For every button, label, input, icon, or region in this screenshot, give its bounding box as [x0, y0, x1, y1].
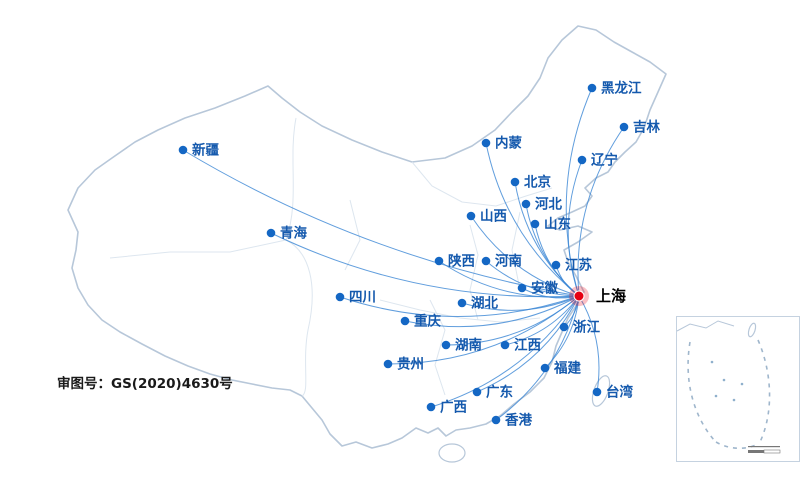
province-marker	[491, 415, 501, 425]
province-marker	[434, 256, 444, 266]
route-line	[461, 295, 580, 311]
province-label: 山西	[480, 209, 507, 225]
route-line	[495, 295, 580, 421]
route-line	[485, 260, 580, 297]
nine-dash-line-bottom	[715, 441, 759, 450]
route-line	[504, 295, 580, 346]
province-label: 河南	[495, 253, 522, 270]
province-marker	[383, 359, 393, 369]
inset-islands	[710, 360, 744, 402]
province-marker	[587, 83, 597, 93]
province-label: 广西	[440, 399, 467, 416]
province-marker	[500, 340, 510, 350]
province-marker	[559, 322, 569, 332]
hub-label: 上海	[596, 287, 626, 305]
province-marker	[530, 219, 540, 229]
route-line	[578, 295, 600, 393]
route-line	[577, 126, 625, 297]
route-line	[485, 142, 580, 297]
province-label: 台湾	[606, 384, 634, 401]
province-label: 广东	[486, 384, 514, 401]
route-line	[476, 295, 580, 393]
province-marker	[457, 298, 467, 308]
china-outline	[67, 25, 667, 449]
province-marker	[441, 340, 451, 350]
route-line	[404, 295, 580, 328]
province-label: 青海	[280, 225, 307, 242]
hub-shanghai: 上海	[569, 286, 626, 306]
province-marker	[466, 211, 476, 221]
province-marker	[551, 260, 561, 270]
province-marker	[472, 387, 482, 397]
province-marker	[510, 177, 520, 187]
route-line	[567, 159, 583, 297]
route-line	[430, 295, 580, 408]
inset-frame	[676, 316, 800, 462]
province-marker	[619, 122, 629, 132]
province-label: 安徽	[531, 280, 559, 297]
inset-taiwan	[747, 322, 757, 338]
province-label: 湖南	[455, 337, 482, 354]
province-label: 北京	[524, 174, 551, 191]
inset-coastline	[676, 320, 735, 332]
south-china-sea-inset	[676, 316, 800, 462]
province-label: 重庆	[414, 313, 441, 330]
province-label: 贵州	[397, 356, 424, 373]
province-label: 江西	[514, 337, 541, 354]
province-label: 吉林	[633, 119, 661, 136]
nine-dash-line-right	[757, 339, 771, 443]
hub-marker	[573, 290, 585, 302]
province-label: 新疆	[192, 142, 219, 159]
nine-dash-line-left	[687, 341, 715, 441]
province-label: 辽宁	[591, 152, 618, 169]
route-line	[339, 295, 580, 317]
province-label: 四川	[349, 290, 376, 306]
province-label: 黑龙江	[601, 80, 642, 97]
province-label: 香港	[504, 412, 533, 429]
province-marker	[521, 199, 531, 209]
province-label: 山东	[544, 216, 572, 233]
route-line	[438, 260, 580, 298]
province-label: 陕西	[448, 253, 475, 270]
province-marker	[577, 155, 587, 165]
province-label: 内蒙	[495, 135, 523, 152]
province-marker	[592, 387, 602, 397]
province-markers	[178, 83, 629, 425]
province-label: 湖北	[471, 296, 498, 312]
hainan-island	[438, 443, 466, 463]
province-marker	[335, 292, 345, 302]
province-marker	[517, 283, 527, 293]
province-marker	[426, 402, 436, 412]
province-marker	[540, 363, 550, 373]
route-line	[470, 215, 580, 297]
map-license-number: 审图号：GS(2020)4630号	[57, 375, 233, 392]
province-marker	[481, 138, 491, 148]
province-label: 江苏	[565, 257, 593, 274]
province-label: 浙江	[573, 319, 601, 336]
province-marker	[266, 228, 276, 238]
inset-scale-bar	[748, 446, 781, 454]
province-marker	[178, 145, 188, 155]
province-marker	[400, 316, 410, 326]
province-label: 河北	[535, 196, 563, 213]
province-marker	[481, 256, 491, 266]
province-borders	[109, 117, 553, 397]
province-label: 福建	[553, 360, 582, 377]
route-line	[387, 295, 580, 365]
route-line	[565, 87, 593, 297]
